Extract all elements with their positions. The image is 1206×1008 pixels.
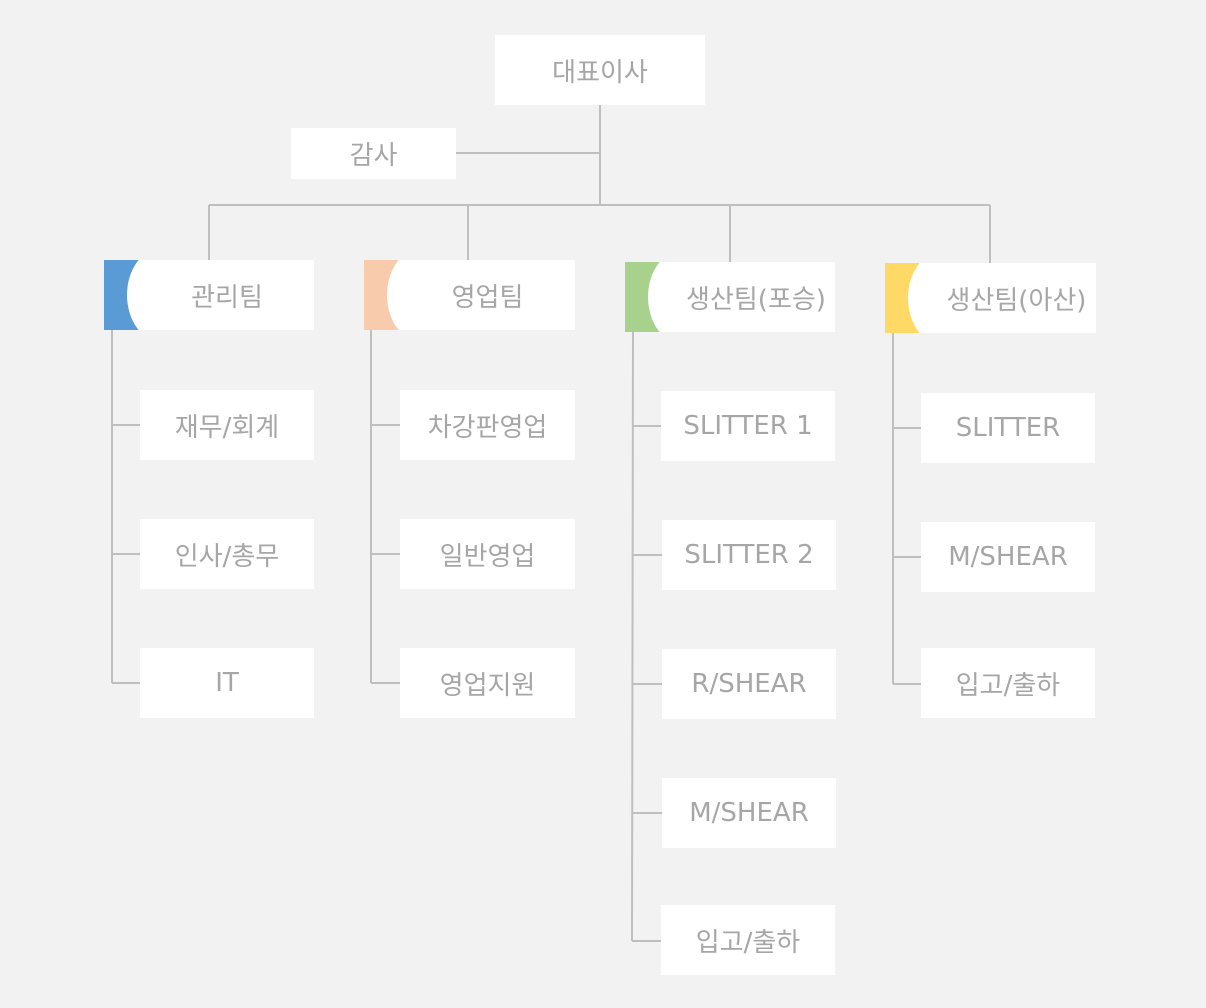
unit-label: 입고/출하	[955, 670, 1061, 701]
unit-box: M/SHEAR	[662, 778, 836, 848]
unit-box: 차강판영업	[400, 390, 575, 460]
unit-box: SLITTER	[921, 393, 1095, 463]
team-label: 관리팀	[191, 282, 263, 313]
team-color-tab	[104, 260, 197, 330]
ceo-label: 대표이사	[552, 57, 648, 88]
unit-label: M/SHEAR	[948, 542, 1068, 572]
unit-box: SLITTER 1	[661, 391, 835, 461]
team-label: 영업팀	[451, 282, 524, 313]
unit-label: 일반영업	[439, 541, 536, 572]
unit-box: SLITTER 2	[662, 520, 836, 590]
team-header-production-asan: 생산팀(아산)	[885, 263, 1096, 333]
unit-label: SLITTER 1	[683, 411, 813, 441]
unit-label: SLITTER 2	[684, 540, 814, 570]
unit-label: SLITTER	[955, 413, 1061, 443]
unit-label: R/SHEAR	[691, 669, 807, 699]
unit-box: 재무/회계	[140, 390, 314, 460]
unit-box: IT	[140, 648, 314, 718]
team-label: 생산팀(포승)	[686, 284, 826, 315]
unit-box: 영업지원	[400, 648, 575, 718]
unit-box: M/SHEAR	[921, 522, 1095, 592]
unit-label: 재무/회계	[174, 412, 280, 443]
unit-box: 입고/출하	[921, 648, 1095, 718]
team-label: 생산팀(아산)	[946, 285, 1087, 316]
team-header-sales: 영업팀	[364, 260, 575, 330]
audit-box: 감사	[291, 128, 456, 179]
unit-box: 입고/출하	[661, 905, 835, 975]
team-color-tab	[625, 262, 718, 332]
team-header-production-poseung: 생산팀(포승)	[625, 262, 835, 332]
unit-box: 일반영업	[400, 519, 575, 589]
unit-label: 차강판영업	[427, 412, 548, 443]
team-header-admin: 관리팀	[104, 260, 314, 330]
unit-label: 영업지원	[439, 670, 536, 701]
unit-label: 인사/총무	[174, 541, 280, 572]
unit-box: R/SHEAR	[662, 649, 836, 719]
unit-label: 입고/출하	[695, 927, 801, 958]
unit-box: 인사/총무	[140, 519, 314, 589]
ceo-box: 대표이사	[495, 35, 705, 105]
team-color-tab	[364, 260, 457, 330]
unit-label: M/SHEAR	[689, 798, 809, 828]
audit-label: 감사	[349, 141, 398, 171]
unit-label: IT	[215, 668, 239, 698]
team-color-tab	[885, 263, 978, 333]
